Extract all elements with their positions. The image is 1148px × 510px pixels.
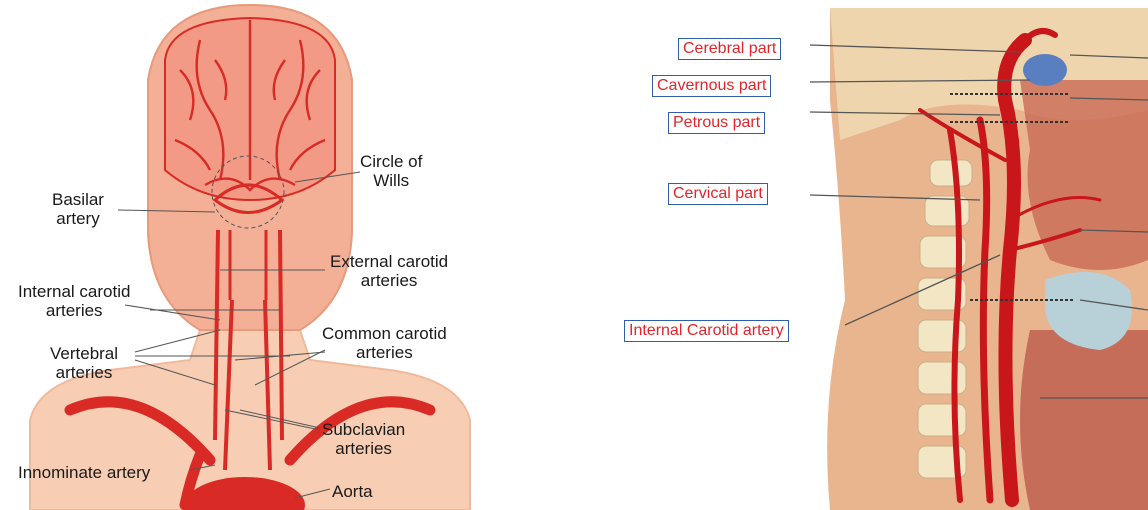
subclavian-label: Subclavian arteries bbox=[322, 420, 405, 458]
internal-carotid-line2: arteries bbox=[18, 301, 130, 320]
external-carotid-line2: arteries bbox=[330, 271, 448, 290]
vertebral-line2: arteries bbox=[50, 363, 118, 382]
internal-carotid-line1: Internal carotid bbox=[18, 282, 130, 301]
petrous-part-label: Petrous part bbox=[668, 112, 765, 134]
muscle-lower bbox=[1020, 330, 1148, 510]
vertebral-line1: Vertebral bbox=[50, 344, 118, 363]
cavernous-sinus-shape bbox=[1023, 54, 1067, 86]
cerebral-part-label: Cerebral part bbox=[678, 38, 781, 60]
common-carotid-line2: arteries bbox=[322, 343, 447, 362]
common-carotid-line1: Common carotid bbox=[322, 324, 447, 343]
external-carotid-line1: External carotid bbox=[330, 252, 448, 271]
basilar-artery-line2: artery bbox=[52, 209, 104, 228]
internal-carotid-artery-label: Internal Carotid artery bbox=[624, 320, 789, 342]
basilar-artery-label: Basilar artery bbox=[52, 190, 104, 228]
cervical-part-label: Cervical part bbox=[668, 183, 768, 205]
common-carotid-label: Common carotid arteries bbox=[322, 324, 447, 362]
innominate-label: Innominate artery bbox=[18, 463, 150, 482]
aorta-label: Aorta bbox=[332, 482, 373, 501]
subclavian-line1: Subclavian bbox=[322, 420, 405, 439]
external-carotid-label: External carotid arteries bbox=[330, 252, 448, 290]
internal-carotid-label: Internal carotid arteries bbox=[18, 282, 130, 320]
vertebral-label: Vertebral arteries bbox=[50, 344, 118, 382]
carotid-dissection-diagram: Cerebral part Cavernous part Petrous par… bbox=[600, 0, 1148, 510]
cavernous-part-label: Cavernous part bbox=[652, 75, 771, 97]
basilar-artery-line1: Basilar bbox=[52, 190, 104, 209]
head-arteries-diagram: Circle of Wills Basilar artery External … bbox=[0, 0, 480, 510]
subclavian-line2: arteries bbox=[322, 439, 405, 458]
circle-of-wills-label: Circle of Wills bbox=[360, 152, 422, 190]
circle-of-wills-line2: Wills bbox=[360, 171, 422, 190]
circle-of-wills-line1: Circle of bbox=[360, 152, 422, 171]
